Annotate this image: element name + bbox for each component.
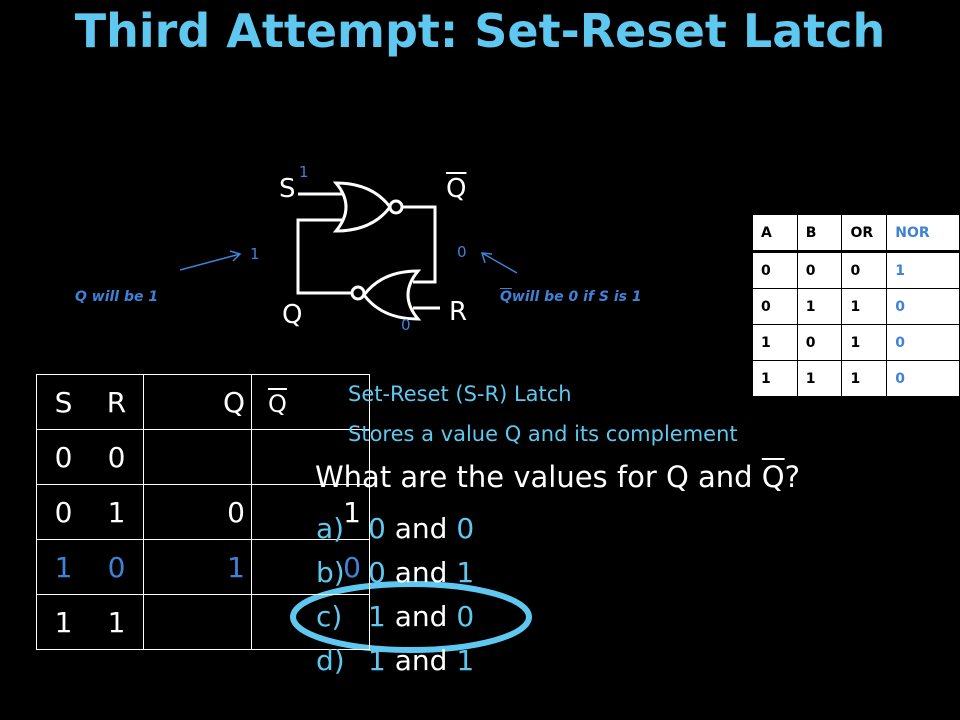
question-symbol: Q	[761, 460, 785, 494]
table-row: 1 1 1 0	[752, 360, 960, 397]
cell: 1	[752, 324, 798, 361]
note-qbar: Qwill be 0 if S is 1	[500, 289, 642, 305]
cell: 1	[36, 539, 90, 595]
page-title: Third Attempt: Set-Reset Latch	[74, 4, 886, 58]
option-first: 0	[368, 556, 386, 589]
option-and: and	[394, 556, 448, 589]
cell: 1	[90, 594, 144, 650]
option-d[interactable]: d) 1 and 1	[316, 644, 474, 677]
option-and: and	[394, 600, 448, 633]
nor-gate-top	[332, 181, 392, 233]
cell: 0	[90, 429, 144, 485]
cell: 0	[796, 324, 843, 361]
option-b[interactable]: b) 0 and 1	[316, 556, 474, 589]
latch-truth-table: S R Q Q 0 0 0 1 0 1 1 0 1 0 1 1	[36, 374, 370, 650]
table-row: 1 1	[36, 594, 370, 650]
cell	[251, 594, 370, 650]
table-row: 1 0 1 0	[752, 324, 960, 361]
option-second: 1	[456, 644, 475, 677]
note-q: Q will be 1	[75, 289, 159, 305]
cell: 1	[36, 594, 90, 650]
header-a: A	[752, 214, 798, 253]
cell	[143, 594, 252, 650]
table-row: 0 1 0 1	[36, 484, 370, 540]
r-input-label: R	[449, 297, 468, 327]
qbar-output-label: Q	[446, 174, 467, 204]
wire-qbar-feedback	[402, 205, 437, 284]
note-qbar-symbol: Q	[500, 289, 512, 305]
cell: 0	[796, 251, 843, 289]
option-key: b)	[316, 556, 345, 589]
cell: 1	[841, 324, 888, 361]
cell: 1	[841, 360, 888, 397]
cell: 0	[36, 484, 90, 540]
option-key: c)	[316, 600, 343, 633]
option-c[interactable]: c) 1 and 0	[316, 600, 474, 633]
option-first: 0	[368, 512, 386, 545]
option-key: a)	[316, 512, 345, 545]
option-and: and	[394, 512, 448, 545]
nor-gate-bottom	[362, 269, 422, 321]
cell: 0	[752, 251, 798, 289]
header-nor: NOR	[886, 214, 960, 253]
cell: 1	[796, 360, 843, 397]
cell: 0	[841, 251, 888, 289]
q-feedback-value: 1	[250, 245, 260, 263]
arrow-qbar-note	[481, 252, 518, 274]
question-end: ?	[784, 460, 801, 494]
s-value: 1	[299, 163, 309, 181]
cell: 0	[90, 539, 144, 595]
qbar-value: 0	[457, 243, 467, 261]
option-and: and	[394, 644, 448, 677]
cell: 0	[886, 360, 960, 397]
option-second: 0	[456, 512, 475, 545]
cell: 0	[143, 484, 252, 540]
header-r: R	[90, 374, 144, 430]
nor-truth-table: A B OR NOR 0 0 0 1 0 1 1 0 1 0 1 0 1 1 1…	[752, 214, 960, 397]
header-or: OR	[841, 214, 888, 253]
cell: 0	[886, 288, 960, 325]
description-line-2: Stores a value Q and its complement	[348, 422, 738, 446]
cell: 1	[143, 539, 252, 595]
wire-q-feedback	[296, 218, 352, 295]
cell: 1	[796, 288, 843, 325]
option-second: 1	[456, 556, 475, 589]
header-b: B	[796, 214, 843, 253]
option-key: d)	[316, 644, 345, 677]
cell: 1	[90, 484, 144, 540]
option-a[interactable]: a) 0 and 0	[316, 512, 474, 545]
header-s: S	[36, 374, 90, 430]
option-second: 0	[456, 600, 475, 633]
arrow-q-note	[179, 253, 241, 271]
cell: 1	[886, 251, 960, 289]
header-qbar: Q	[268, 389, 287, 418]
option-first: 1	[368, 644, 386, 677]
cell: 1	[752, 360, 798, 397]
nor-bubble-bottom	[350, 285, 366, 301]
cell	[143, 429, 252, 485]
question: What are the values for Q and Q?	[315, 460, 800, 494]
table-row: 1 0 1 0	[36, 539, 370, 595]
question-text: What are the values for Q and	[315, 460, 753, 494]
table-row: A B OR NOR	[752, 214, 960, 253]
table-row: 0 1 1 0	[752, 288, 960, 325]
note-qbar-text: will be 0 if S is 1	[511, 289, 642, 305]
cell: 1	[841, 288, 888, 325]
option-first: 1	[368, 600, 386, 633]
cell: 0	[36, 429, 90, 485]
cell: 1	[251, 484, 370, 540]
q-output-label: Q	[282, 300, 303, 330]
description-line-1: Set-Reset (S-R) Latch	[348, 382, 572, 406]
nor-bubble-top	[388, 199, 404, 215]
cell: 0	[886, 324, 960, 361]
table-row: 0 0 0 1	[752, 251, 960, 289]
header-q: Q	[143, 374, 252, 430]
cell: 0	[752, 288, 798, 325]
r-value: 0	[401, 316, 411, 334]
cell: 0	[251, 539, 370, 595]
s-input-label: S	[279, 174, 296, 204]
table-row: S R Q Q	[36, 374, 370, 430]
